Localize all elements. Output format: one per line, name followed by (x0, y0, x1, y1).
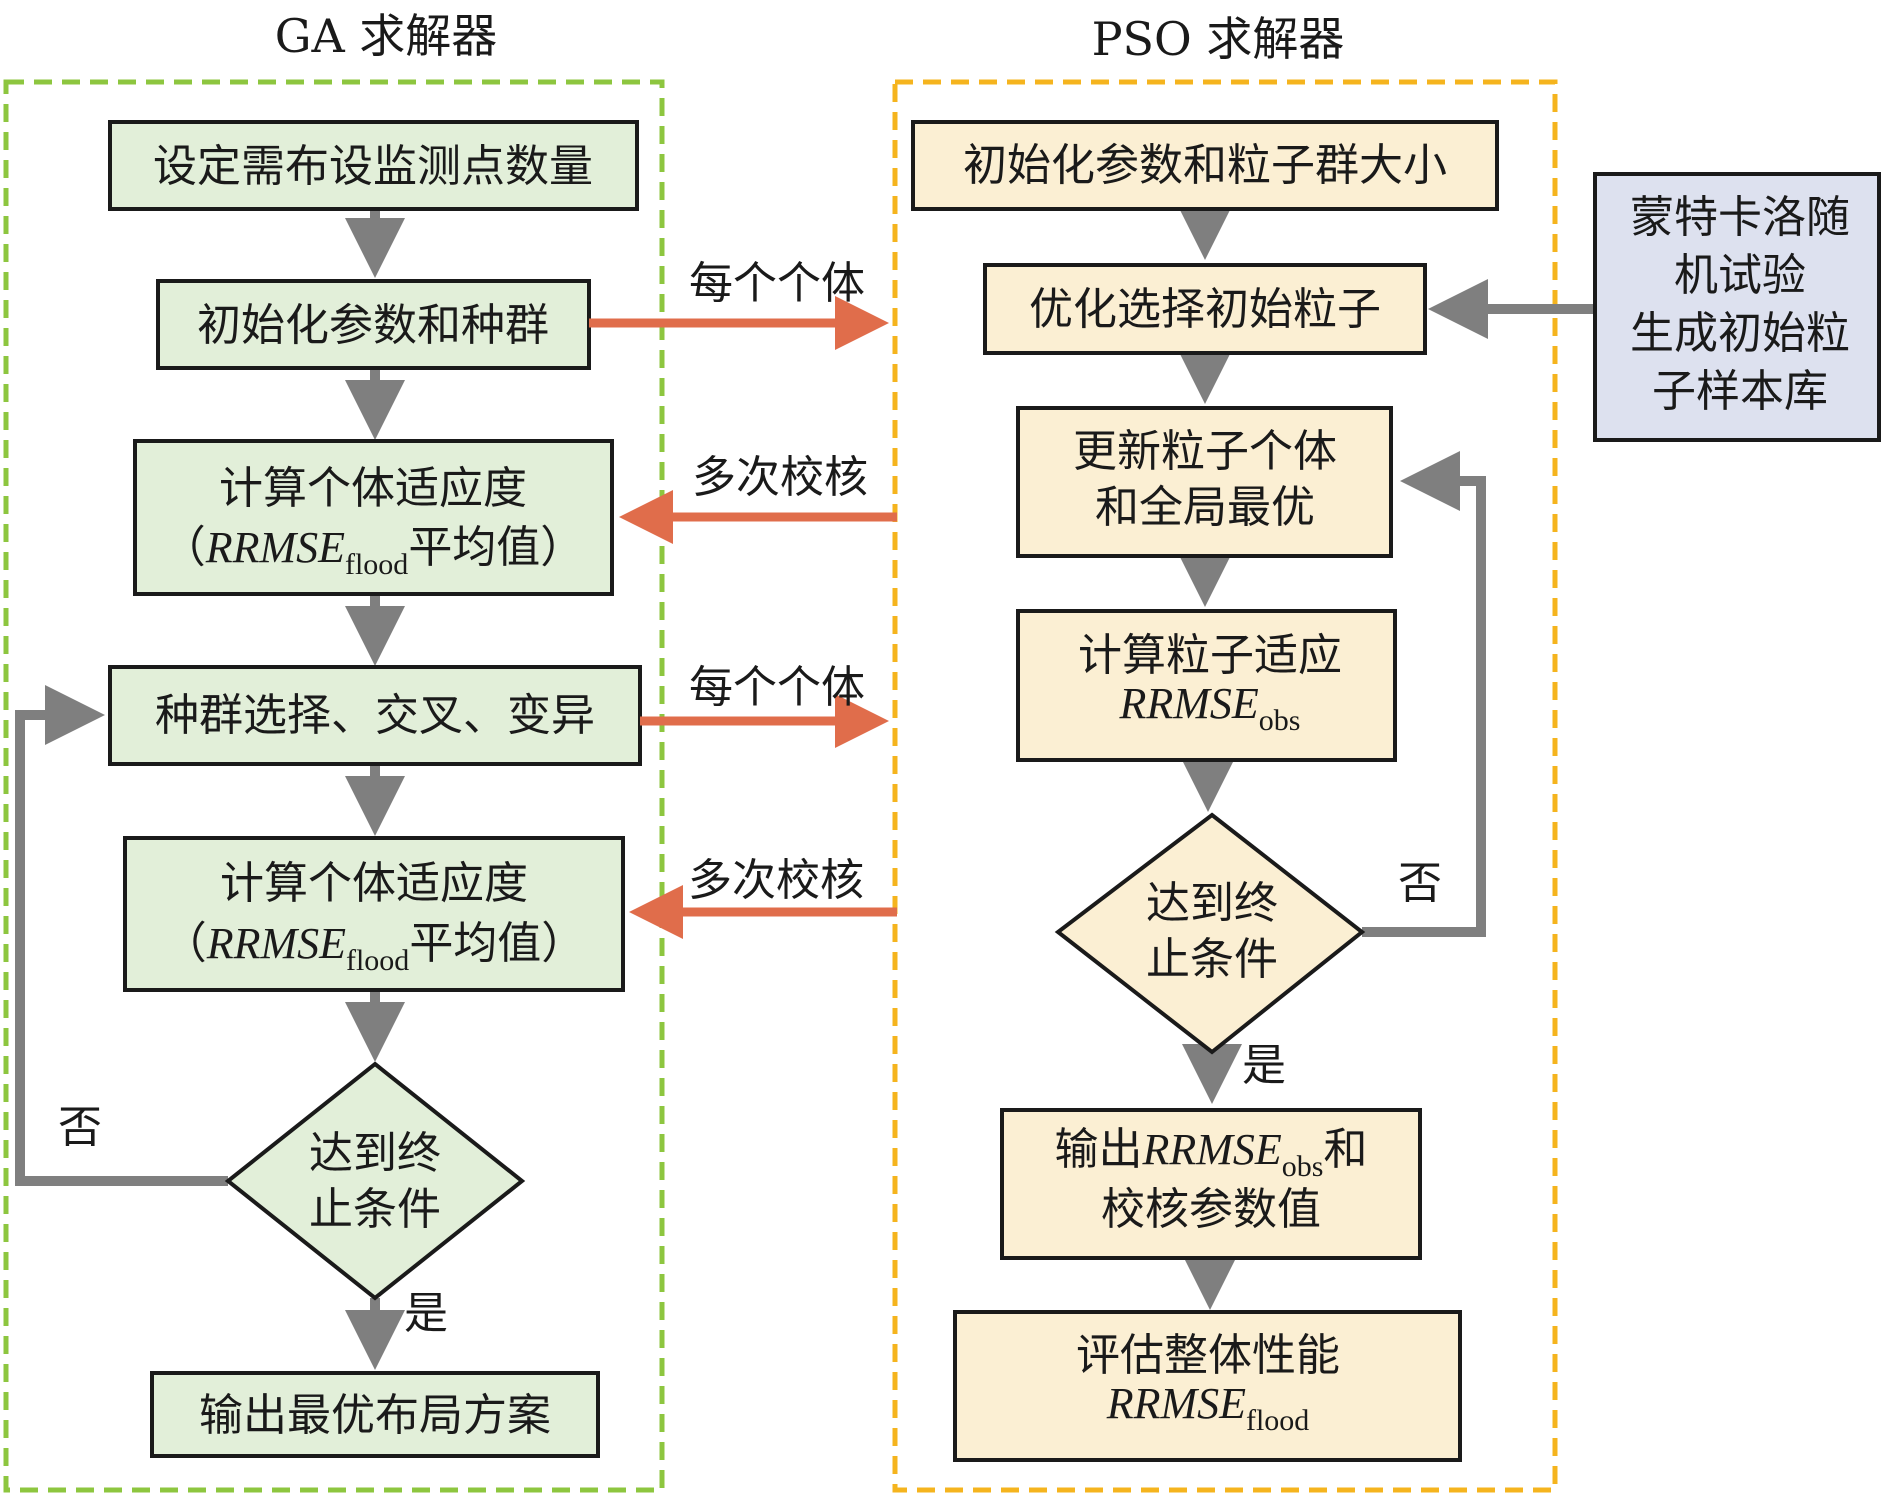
svg-text:初始化参数和粒子群大小: 初始化参数和粒子群大小 (963, 140, 1447, 191)
svg-text:和全局最优: 和全局最优 (1095, 482, 1315, 533)
svg-text:止条件: 止条件 (309, 1184, 441, 1235)
ga-node-fitness-2: 计算个体适应度 （RRMSEflood平均值） (123, 836, 625, 992)
pso-node-fitness: 计算粒子适应 RRMSEobs (1016, 609, 1397, 762)
svg-text:优化选择初始粒子: 优化选择初始粒子 (1029, 284, 1381, 335)
svg-text:达到终: 达到终 (1146, 878, 1278, 929)
svg-text:输出RRMSEobs和: 输出RRMSEobs和 (1055, 1124, 1368, 1183)
svg-text:（RRMSEflood平均值）: （RRMSEflood平均值） (163, 918, 586, 977)
cross-label-calib-1: 多次校核 (692, 452, 868, 503)
ga-node-terminate: 达到终 止条件 (224, 1061, 526, 1301)
pso-node-output: 输出RRMSEobs和 校核参数值 (1000, 1108, 1422, 1260)
svg-text:校核参数值: 校核参数值 (1101, 1184, 1321, 1235)
svg-text:（RRMSEflood平均值）: （RRMSEflood平均值） (162, 522, 585, 581)
ga-node-output: 输出最优布局方案 (150, 1371, 600, 1458)
pso-flow-arrows (1175, 200, 1595, 1310)
svg-text:初始化参数和种群: 初始化参数和种群 (197, 300, 549, 351)
svg-text:RRMSEobs: RRMSEobs (1119, 679, 1301, 737)
cross-label-each-1: 每个个体 (689, 258, 865, 309)
svg-text:计算个体适应度: 计算个体适应度 (220, 858, 528, 909)
ga-label-no: 否 (58, 1102, 102, 1153)
svg-text:计算个体适应度: 计算个体适应度 (219, 463, 527, 514)
svg-text:评估整体性能: 评估整体性能 (1076, 1330, 1340, 1381)
svg-text:设定需布设监测点数量: 设定需布设监测点数量 (153, 141, 593, 192)
svg-text:达到终: 达到终 (309, 1128, 441, 1179)
svg-text:种群选择、交叉、变异: 种群选择、交叉、变异 (155, 690, 595, 741)
ga-loop-arrow (15, 685, 228, 1186)
svg-text:生成初始粒: 生成初始粒 (1630, 308, 1850, 359)
pso-node-select-init: 优化选择初始粒子 (983, 263, 1427, 355)
pso-node-update: 更新粒子个体 和全局最优 (1016, 406, 1393, 558)
ga-panel-border (3, 79, 665, 1493)
svg-text:子样本库: 子样本库 (1652, 366, 1828, 417)
cross-label-calib-2: 多次校核 (688, 855, 864, 906)
pso-node-init-params: 初始化参数和粒子群大小 (911, 120, 1499, 211)
svg-text:RRMSEflood: RRMSEflood (1106, 1379, 1310, 1437)
ga-node-select: 种群选择、交叉、变异 (108, 665, 642, 766)
ga-panel-title: GA 求解器 (275, 9, 498, 63)
ga-label-yes: 是 (404, 1288, 448, 1339)
svg-text:止条件: 止条件 (1146, 934, 1278, 985)
pso-panel-border (892, 79, 1558, 1493)
pso-label-yes: 是 (1242, 1040, 1286, 1091)
pso-node-evaluate: 评估整体性能 RRMSEflood (953, 1310, 1462, 1462)
ga-flow-arrows (15, 209, 405, 1370)
svg-text:蒙特卡洛随: 蒙特卡洛随 (1630, 192, 1850, 243)
svg-text:计算粒子适应: 计算粒子适应 (1078, 630, 1342, 681)
svg-text:机试验: 机试验 (1674, 250, 1806, 301)
cross-label-each-2: 每个个体 (689, 662, 865, 713)
svg-text:输出最优布局方案: 输出最优布局方案 (199, 1390, 551, 1441)
pso-node-terminate: 达到终 止条件 (1054, 812, 1366, 1055)
ga-node-init-pop: 初始化参数和种群 (156, 279, 591, 370)
pso-label-no: 否 (1398, 858, 1442, 909)
svg-text:更新粒子个体: 更新粒子个体 (1073, 426, 1337, 477)
pso-loop-arrow (1362, 451, 1486, 937)
cross-arrows (589, 296, 897, 939)
ga-node-set-points: 设定需布设监测点数量 (108, 120, 639, 211)
pso-panel-title: PSO 求解器 (1092, 12, 1345, 66)
monte-carlo-node: 蒙特卡洛随 机试验 生成初始粒 子样本库 (1593, 172, 1881, 442)
ga-node-fitness-1: 计算个体适应度 （RRMSEflood平均值） (133, 439, 614, 596)
